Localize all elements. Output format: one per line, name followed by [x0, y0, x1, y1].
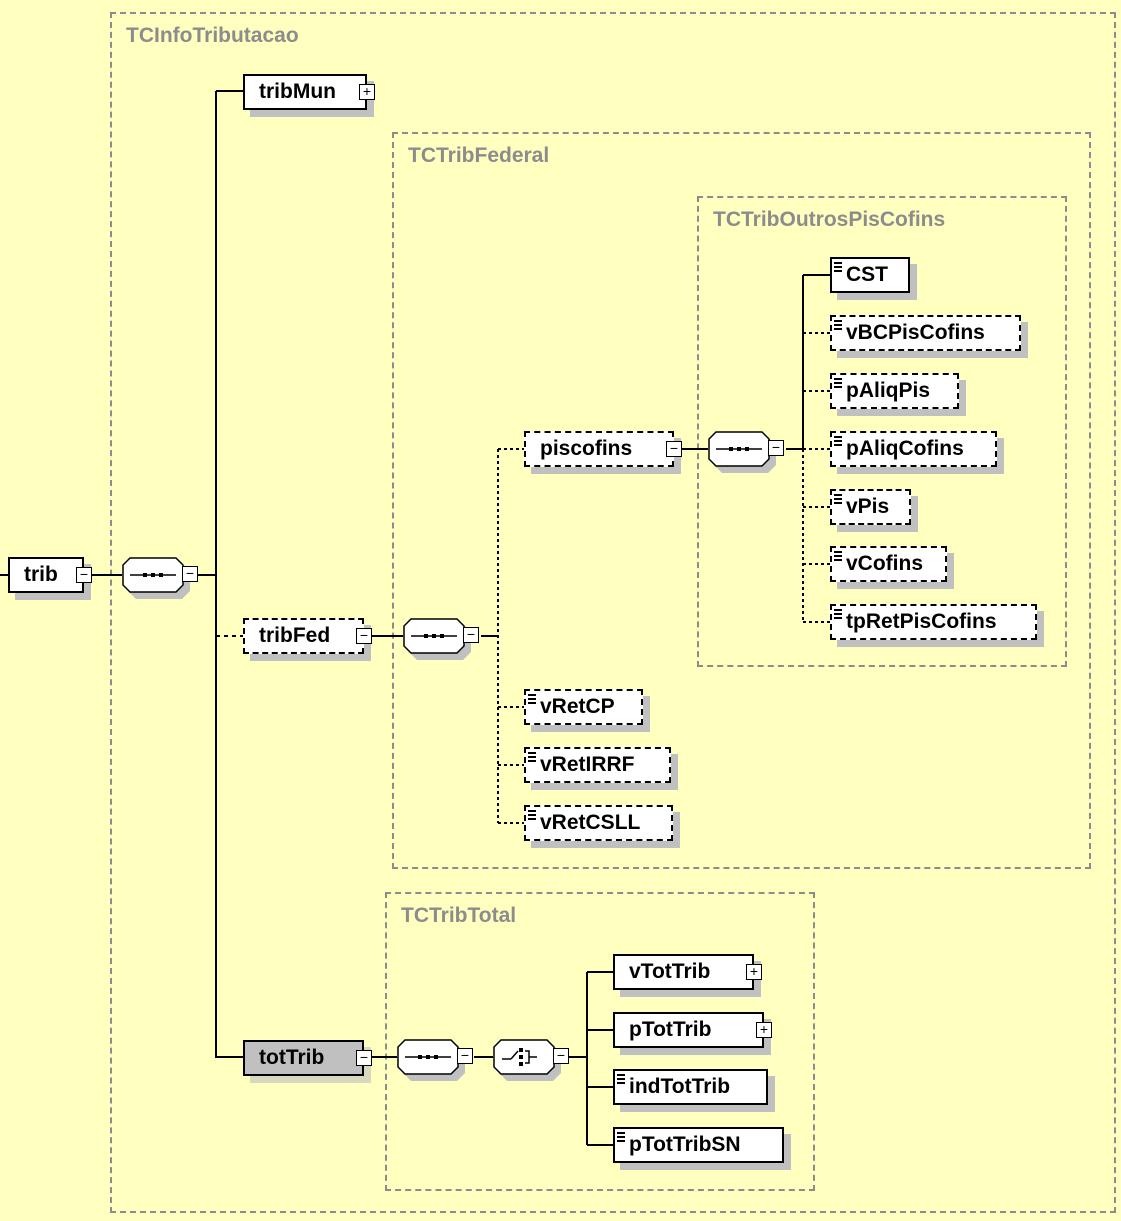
element-label: pTotTrib [629, 1018, 712, 1041]
element-label: vRetCP [540, 695, 615, 718]
element-label: CST [846, 263, 888, 286]
element-vretcp[interactable]: vRetCP [524, 689, 643, 725]
element-ptottribsn[interactable]: pTotTribSN [613, 1127, 784, 1163]
element-tribmun[interactable]: tribMun + [243, 74, 375, 110]
sequence-compositor[interactable]: − [397, 1039, 479, 1083]
element-label: vRetIRRF [540, 753, 635, 776]
type-label: TCInfoTributacao [126, 24, 299, 47]
simple-type-icon [617, 1074, 625, 1084]
element-vbcpiscofins[interactable]: vBCPisCofins [830, 315, 1021, 351]
element-vtottrib[interactable]: vTotTrib + [613, 954, 762, 990]
collapse-toggle[interactable]: − [457, 1048, 473, 1064]
element-label: vPis [846, 495, 890, 518]
element-label: pTotTribSN [629, 1133, 741, 1156]
expand-toggle[interactable]: + [746, 964, 762, 980]
collapse-toggle[interactable]: − [463, 627, 479, 643]
simple-type-icon [528, 752, 536, 762]
simple-type-icon [834, 320, 842, 330]
element-trib[interactable]: trib − [8, 557, 92, 593]
element-cst[interactable]: CST [830, 257, 910, 293]
element-tribfed[interactable]: tribFed − [243, 618, 372, 654]
simple-type-icon [617, 1132, 625, 1142]
simple-type-icon [834, 262, 842, 272]
element-label: vBCPisCofins [846, 321, 985, 344]
simple-type-icon [528, 694, 536, 704]
element-paliqpis[interactable]: pAliqPis [830, 373, 959, 409]
type-label: TCTribTotal [401, 904, 517, 927]
simple-type-icon [528, 810, 536, 820]
collapse-toggle[interactable]: − [356, 628, 372, 644]
element-label: vCofins [846, 552, 924, 575]
element-label: pAliqCofins [846, 437, 964, 460]
collapse-toggle[interactable]: − [768, 440, 784, 456]
type-label: TCTribOutrosPisCofins [713, 208, 946, 231]
simple-type-icon [834, 609, 842, 619]
element-ptottrib[interactable]: pTotTrib + [613, 1012, 772, 1048]
sequence-compositor[interactable]: − [403, 618, 485, 662]
type-frame-tctribfederal: TCTribFederal [392, 132, 1091, 869]
expand-toggle[interactable]: + [359, 84, 375, 100]
element-vcofins[interactable]: vCofins [830, 546, 947, 582]
element-paliqcofins[interactable]: pAliqCofins [830, 431, 997, 467]
collapse-toggle[interactable]: − [356, 1050, 372, 1066]
type-frame-tctribtotal: TCTribTotal [385, 892, 815, 1191]
collapse-toggle[interactable]: − [666, 441, 682, 457]
element-piscofins[interactable]: piscofins − [524, 431, 682, 467]
type-frame-tcinfotributacao: TCInfoTributacao [110, 12, 1116, 1213]
element-vpis[interactable]: vPis [830, 489, 911, 525]
element-label: tribMun [259, 80, 336, 103]
element-tottrib[interactable]: totTrib − [243, 1040, 372, 1076]
collapse-toggle[interactable]: − [76, 567, 92, 583]
simple-type-icon [834, 436, 842, 446]
element-label: indTotTrib [629, 1075, 731, 1098]
simple-type-icon [834, 378, 842, 388]
element-indtottrib[interactable]: indTotTrib [613, 1069, 768, 1105]
element-label: vTotTrib [629, 960, 711, 983]
expand-toggle[interactable]: + [756, 1022, 772, 1038]
sequence-compositor[interactable]: − [122, 557, 204, 601]
collapse-toggle[interactable]: − [182, 566, 198, 582]
element-tpretpiscofins[interactable]: tpRetPisCofins [830, 604, 1037, 640]
sequence-compositor[interactable]: − [708, 431, 790, 475]
simple-type-icon [834, 494, 842, 504]
type-frame-tctriboutrospiscofins: TCTribOutrosPisCofins [697, 196, 1067, 667]
choice-compositor[interactable]: − [493, 1039, 575, 1083]
element-label: totTrib [259, 1046, 325, 1069]
element-label: tribFed [259, 624, 331, 647]
element-vretirrf[interactable]: vRetIRRF [524, 747, 671, 783]
simple-type-icon [834, 551, 842, 561]
element-label: vRetCSLL [540, 811, 641, 834]
element-label: tpRetPisCofins [846, 610, 997, 633]
element-label: piscofins [540, 437, 633, 460]
type-label: TCTribFederal [408, 144, 550, 167]
element-vretcsll[interactable]: vRetCSLL [524, 805, 673, 841]
element-label: trib [24, 563, 58, 586]
element-label: pAliqPis [846, 379, 931, 402]
collapse-toggle[interactable]: − [553, 1048, 569, 1064]
